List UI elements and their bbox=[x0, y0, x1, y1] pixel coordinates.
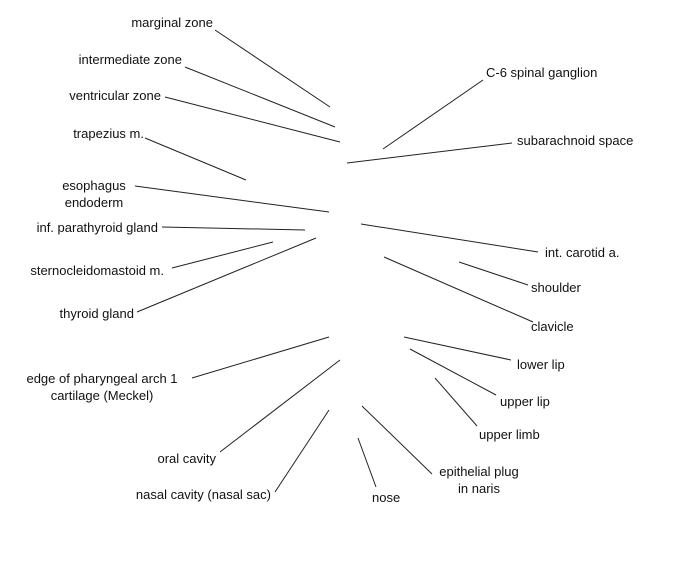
leader-spinal-ganglion bbox=[382, 79, 484, 150]
leader-esophagus bbox=[134, 185, 330, 213]
label-ventricular-zone: ventricular zone bbox=[69, 88, 161, 103]
leader-nasal-cavity bbox=[274, 409, 330, 493]
label-upper-lip: upper lip bbox=[500, 394, 550, 409]
leader-ventricular-zone bbox=[164, 96, 341, 143]
label-trapezius: trapezius m. bbox=[73, 126, 144, 141]
label-meckel-line2: cartilage (Meckel) bbox=[50, 388, 154, 403]
label-meckel-line1: edge of pharyngeal arch 1 bbox=[26, 371, 178, 386]
leader-oral-cavity bbox=[219, 359, 341, 453]
label-subarachnoid: subarachnoid space bbox=[517, 133, 634, 148]
label-int-carotid: int. carotid a. bbox=[545, 245, 620, 260]
leader-epithelial-plug bbox=[361, 405, 433, 475]
leader-intermediate-zone bbox=[184, 66, 336, 128]
label-epithelial-line2: in naris bbox=[458, 481, 500, 496]
label-marginal-zone: marginal zone bbox=[131, 15, 213, 30]
label-thyroid: thyroid gland bbox=[59, 306, 134, 321]
label-spinal-ganglion: C-6 spinal ganglion bbox=[486, 65, 598, 80]
label-esophagus-line1: esophagus bbox=[62, 178, 126, 193]
leader-trapezius bbox=[144, 137, 247, 181]
label-esophagus-line2: endoderm bbox=[64, 195, 124, 210]
label-clavicle: clavicle bbox=[531, 319, 574, 334]
label-nasal-cavity: nasal cavity (nasal sac) bbox=[135, 487, 271, 502]
leader-clavicle bbox=[383, 256, 534, 323]
leader-nose bbox=[357, 437, 377, 488]
label-lower-lip: lower lip bbox=[517, 357, 565, 372]
leader-int-carotid bbox=[360, 223, 539, 253]
label-epithelial-line1: epithelial plug bbox=[439, 464, 519, 479]
leader-marginal-zone bbox=[214, 29, 331, 108]
leader-sternocleidomastoid bbox=[171, 241, 274, 269]
label-oral-cavity: oral cavity bbox=[157, 451, 216, 466]
leader-lower-lip bbox=[403, 336, 512, 361]
label-sternocleidomastoid: sternocleidomastoid m. bbox=[30, 263, 164, 278]
label-upper-limb: upper limb bbox=[479, 427, 540, 442]
leader-upper-lip bbox=[409, 348, 497, 396]
label-epithelial-plug: epithelial plug in naris bbox=[430, 463, 528, 497]
label-inf-parathyroid: inf. parathyroid gland bbox=[36, 220, 158, 235]
label-intermediate-zone: intermediate zone bbox=[78, 52, 182, 67]
leader-shoulder bbox=[458, 261, 529, 286]
leader-upper-limb bbox=[434, 377, 478, 427]
leader-subarachnoid bbox=[346, 142, 513, 164]
label-meckel: edge of pharyngeal arch 1 cartilage (Mec… bbox=[12, 370, 192, 404]
leader-inf-parathyroid bbox=[161, 226, 306, 231]
leader-meckel bbox=[191, 336, 330, 379]
label-esophagus: esophagus endoderm bbox=[56, 177, 132, 211]
label-nose: nose bbox=[372, 490, 401, 505]
leader-thyroid bbox=[136, 237, 317, 313]
label-shoulder: shoulder bbox=[531, 280, 581, 295]
